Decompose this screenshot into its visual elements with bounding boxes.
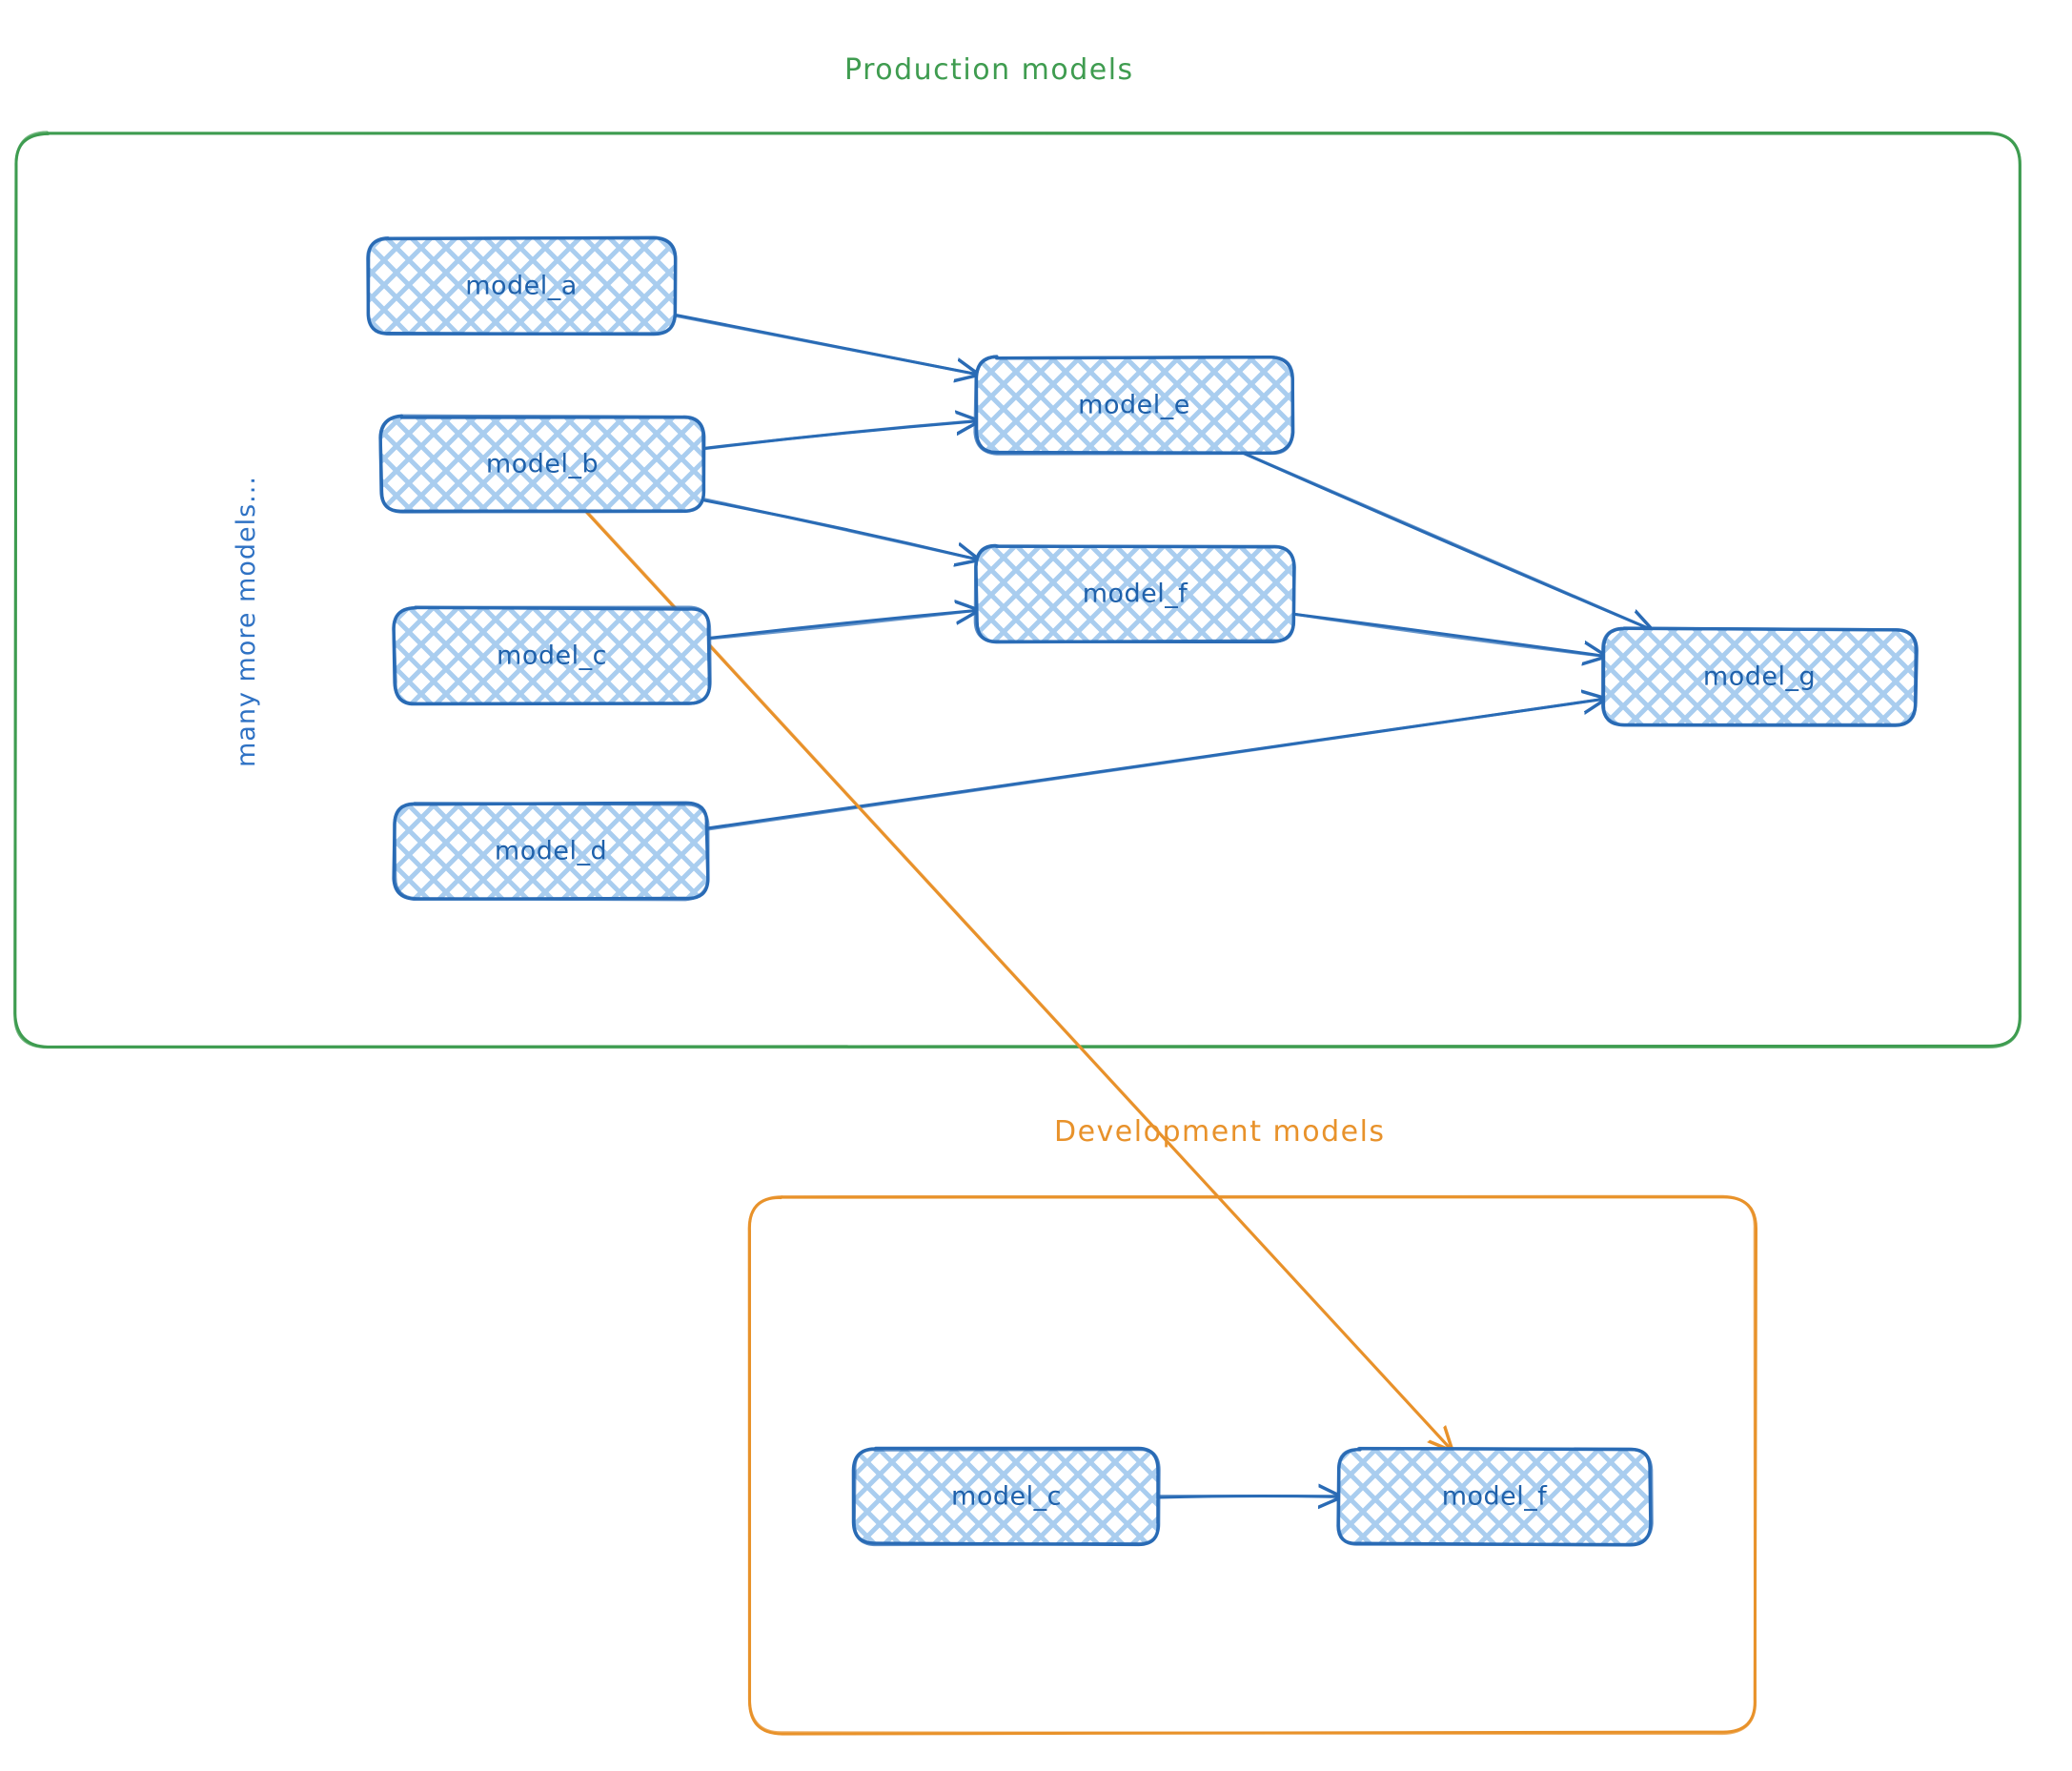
edges xyxy=(584,313,1650,1497)
node-prod_model_e[interactable] xyxy=(973,355,1295,456)
node-outline xyxy=(392,801,710,902)
group-containers xyxy=(13,131,2022,1736)
node-prod_model_g[interactable] xyxy=(1600,626,1919,727)
edge-c-to-f xyxy=(706,610,976,641)
group-container-production xyxy=(13,131,2022,1049)
node-outline xyxy=(366,235,678,336)
edge-a-to-e xyxy=(674,313,977,374)
node-prod_model_f[interactable] xyxy=(973,543,1296,644)
edge-d-to-g xyxy=(706,699,1603,831)
node-outline xyxy=(973,543,1296,644)
edge-devc-to-devf xyxy=(1156,1496,1338,1497)
node-prod_model_b[interactable] xyxy=(378,414,706,514)
node-outline xyxy=(378,414,706,514)
node-dev_model_f[interactable] xyxy=(1336,1446,1654,1547)
edge-b-to-f xyxy=(701,498,976,560)
node-prod_model_d[interactable] xyxy=(392,801,710,902)
node-outline xyxy=(1336,1446,1654,1547)
node-outline xyxy=(851,1446,1161,1547)
edge-b-to-devf xyxy=(584,510,1451,1449)
node-prod_model_c[interactable] xyxy=(392,605,712,706)
group-container-development xyxy=(747,1194,1757,1736)
nodes xyxy=(366,235,1919,1547)
node-outline xyxy=(973,355,1295,456)
edge-f-to-g xyxy=(1291,612,1603,656)
node-outline xyxy=(1600,626,1919,727)
edge-b-to-e xyxy=(701,421,977,451)
edge-e-to-g xyxy=(1241,451,1650,629)
node-outline xyxy=(392,605,712,706)
node-dev_model_c[interactable] xyxy=(851,1446,1161,1547)
node-prod_model_a[interactable] xyxy=(366,235,678,336)
